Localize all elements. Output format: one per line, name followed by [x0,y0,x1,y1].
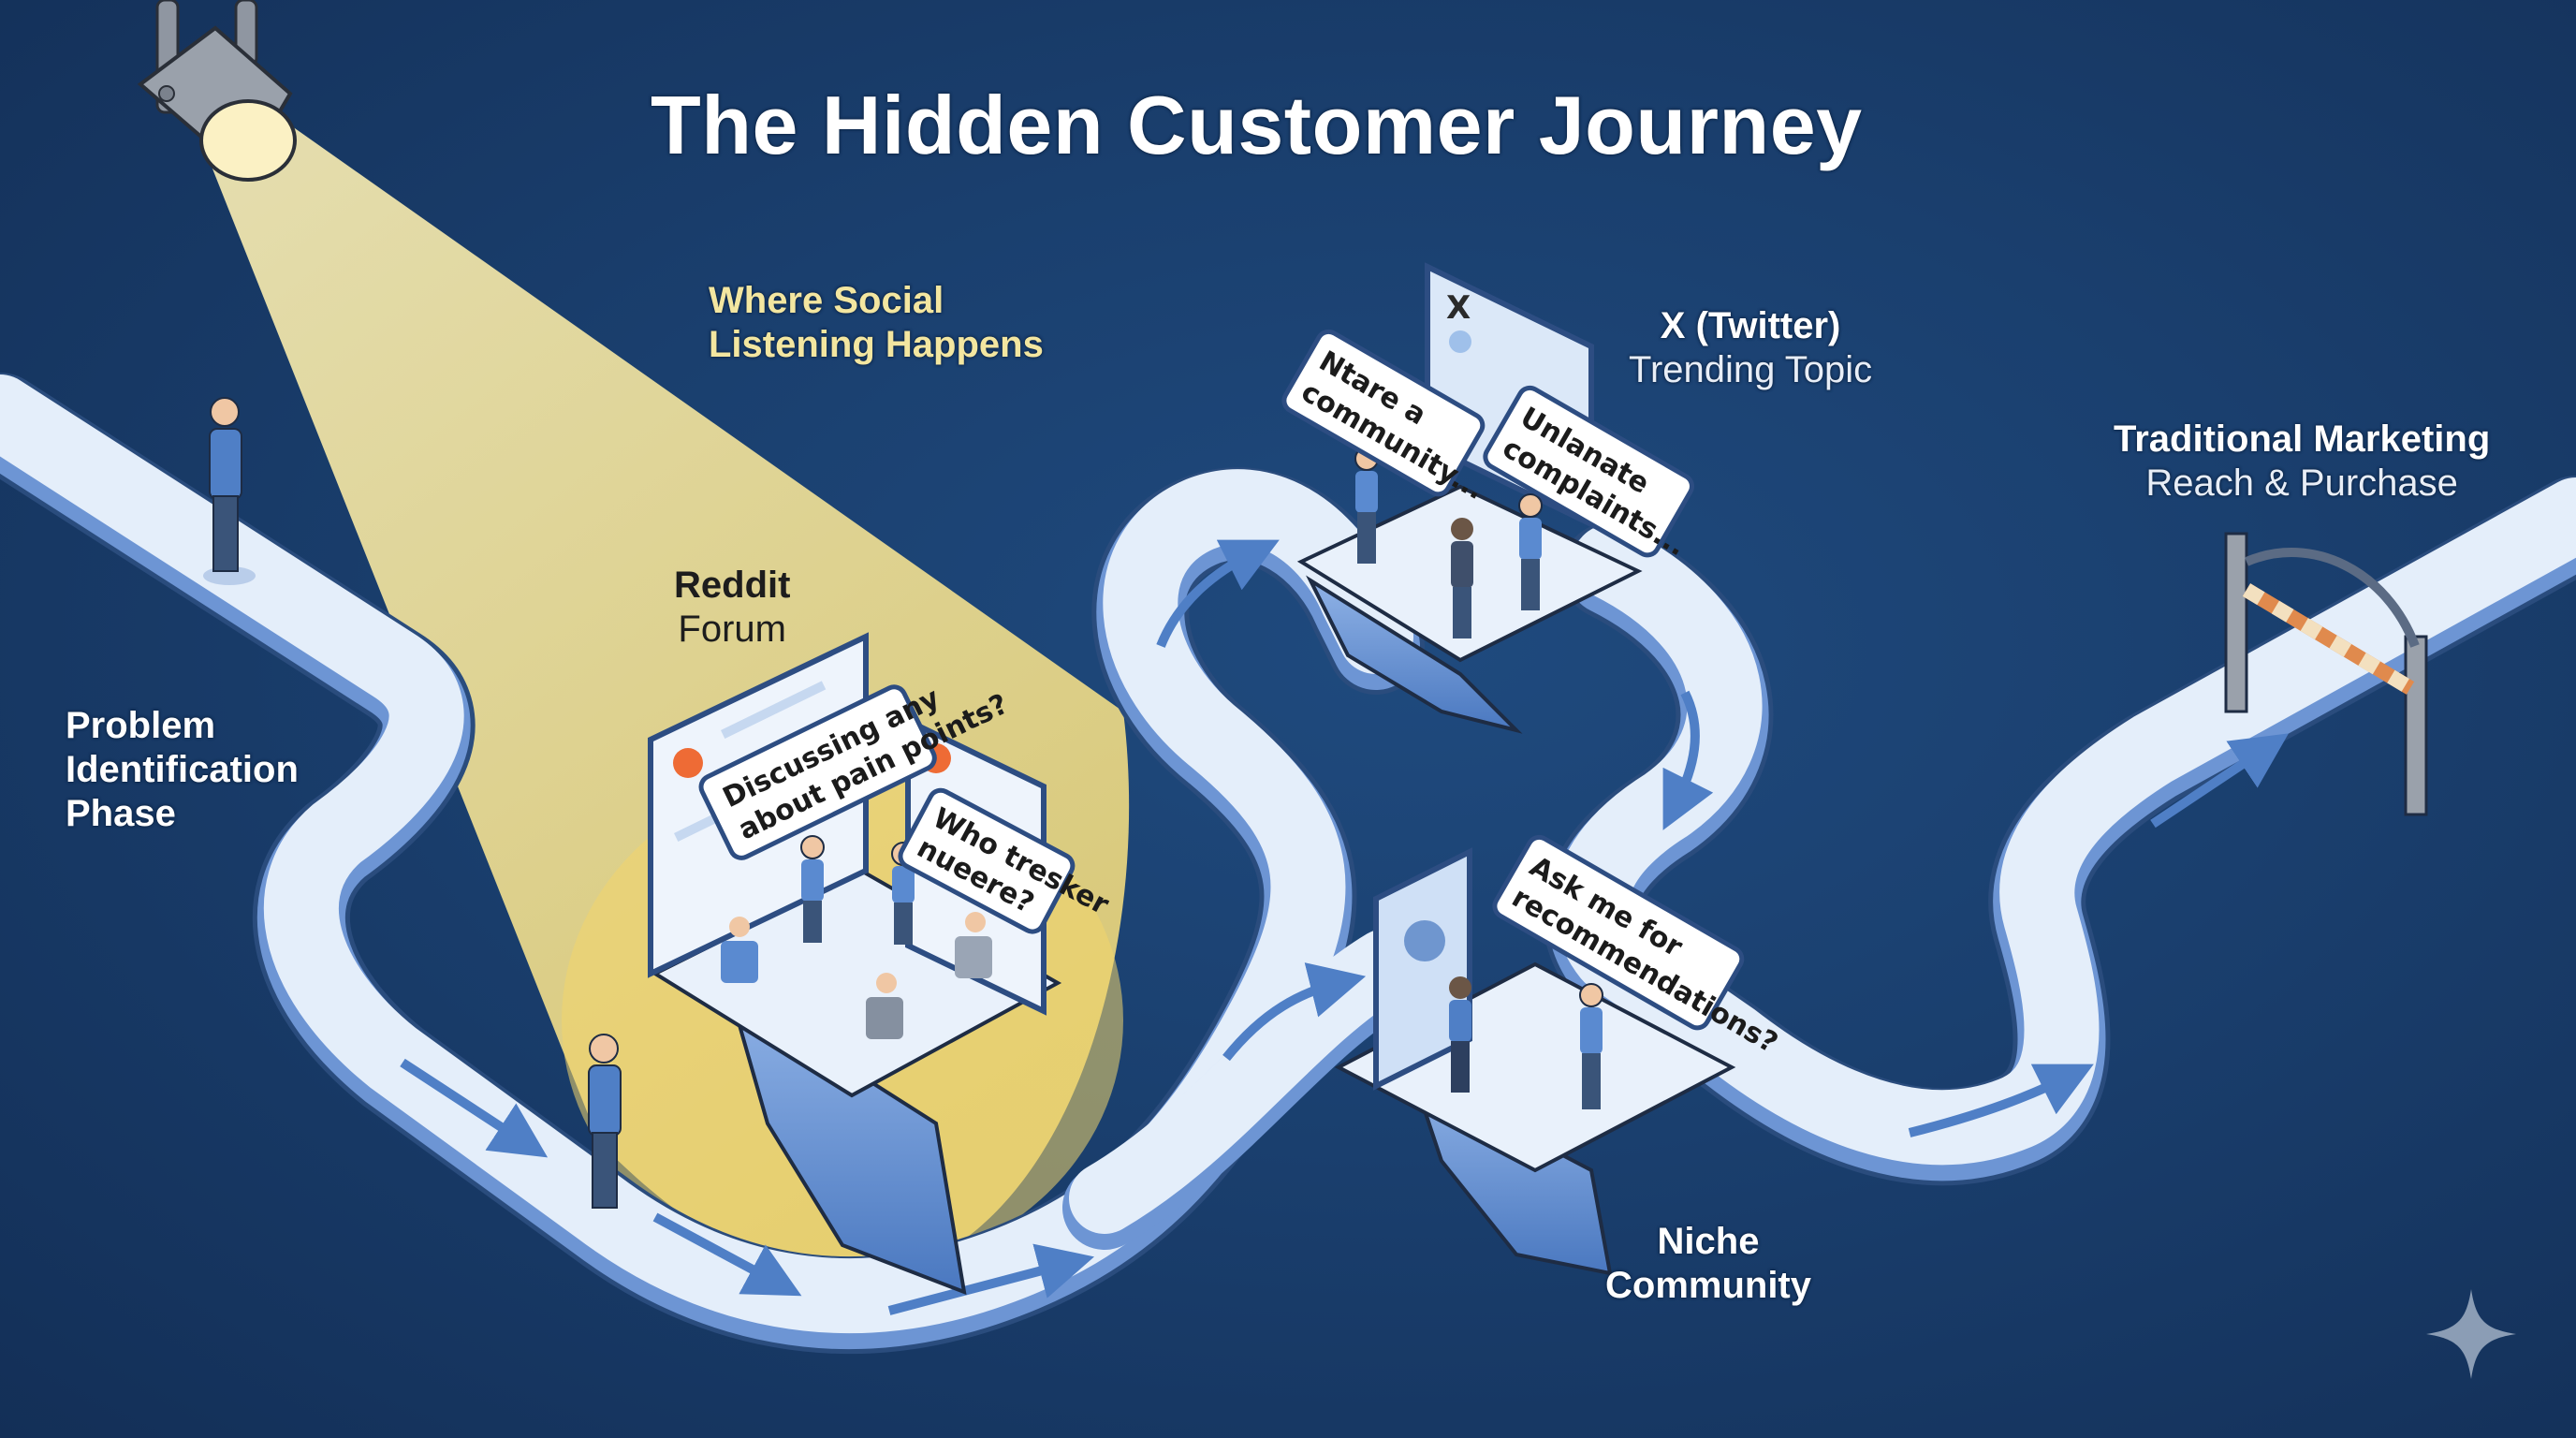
label-line: Niche [1657,1221,1760,1262]
callout-line: Listening Happens [709,324,1044,366]
label-line: Identification [66,749,299,791]
person-problem-phase [203,397,256,585]
people-group [1354,447,1543,638]
platform-type: Forum [678,609,786,651]
person-at-reddit [588,1034,622,1209]
sparkle-icon [2426,1289,2516,1379]
arrow-icon [887,1243,1095,1315]
arrow-icon [1222,962,1367,1062]
twitter-label: X (Twitter) Trending Topic [1629,304,1872,392]
journey-road [0,373,2576,1355]
niche-platform [1334,847,1736,1276]
niche-community-label: Niche Community [1605,1220,1811,1308]
road-arrows [400,539,2289,1315]
arrow-icon [1662,690,1714,830]
platform-name: X (Twitter) [1660,305,1841,346]
reddit-logo-icon [673,748,703,778]
traditional-marketing-label: Traditional Marketing Reach & Purchase [2114,418,2490,506]
people-group [1449,976,1603,1109]
profile-avatar-icon [1404,920,1445,961]
profile-screen [1373,847,1472,1091]
stage-sub: Reach & Purchase [2145,462,2458,505]
page-title: The Hidden Customer Journey [651,79,1863,171]
spotlight-icon [137,0,297,182]
x-logo-icon: X [1446,289,1471,327]
arrow-icon [1156,539,1280,648]
stage-name: Traditional Marketing [2114,418,2491,460]
label-line: Phase [66,793,176,835]
arrow-icon [1908,1064,2094,1137]
arrow-icon [652,1212,802,1297]
reddit-label: Reddit Forum [674,564,790,652]
problem-phase-label: Problem Identification Phase [66,704,299,837]
label-line: Community [1605,1265,1811,1307]
arrow-icon [400,1058,549,1158]
people-group [721,835,992,1039]
platform-name: Reddit [674,565,791,606]
spotlight-callout: Where Social Listening Happens [709,279,1044,367]
arrow-icon [2150,733,2289,829]
marketing-gate-icon [2224,532,2428,816]
reddit-platform [648,632,1062,1296]
platform-type: Trending Topic [1629,349,1873,391]
callout-line: Where Social [709,280,944,321]
label-line: Problem [66,705,216,746]
